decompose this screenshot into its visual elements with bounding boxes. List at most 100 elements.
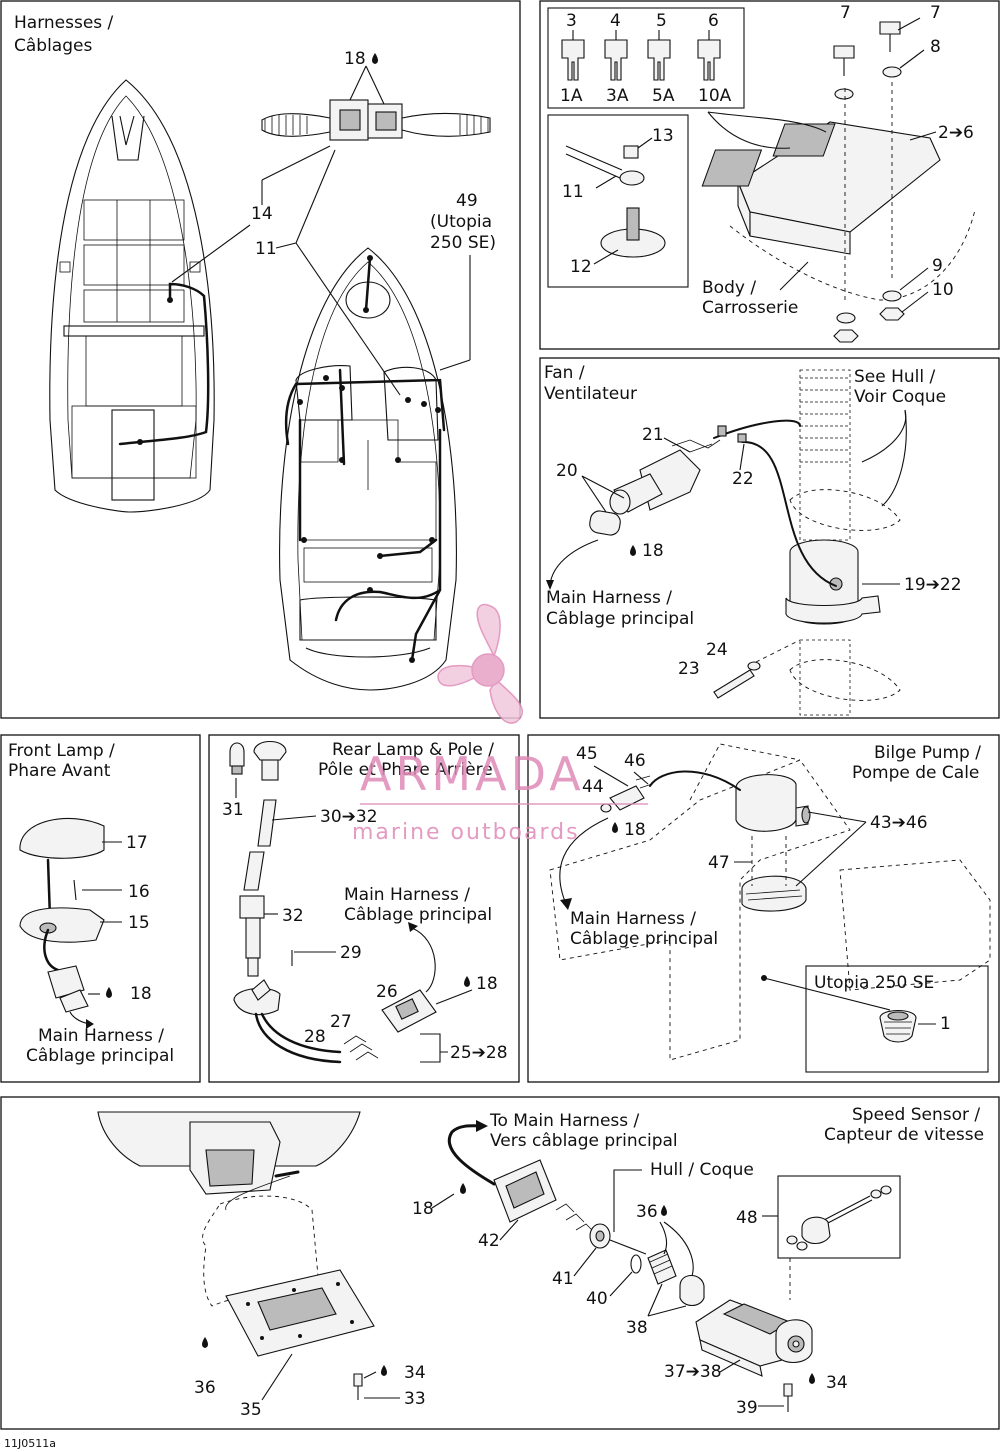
callout-29: 29 [340,943,362,963]
callout-30-32: 30➔32 [320,807,378,827]
fan-main-harness-en: Main Harness / [546,588,672,608]
body-label-fr: Carrosserie [702,298,798,318]
callout-16: 16 [128,882,150,902]
front-lamp-drawing [19,818,105,1013]
callout-36-transom: 36 [194,1378,216,1398]
callout-10: 10 [932,280,954,300]
callout-7b: 7 [930,3,941,23]
panel-bilge-pump: Bilge Pump / Pompe de Cale 45 46 44 18 4… [527,734,1000,1083]
callout-35: 35 [240,1400,262,1420]
callout-11-fuse: 11 [562,182,584,202]
watermark-brand: ARMADA [360,747,585,801]
harness-connector-detail [261,65,491,205]
callout-46: 46 [624,751,646,771]
bilge-title-fr: Pompe de Cale [852,763,979,783]
propeller-logo [437,603,524,724]
bilge-main-harness-fr: Câblage principal [570,929,718,949]
front-lamp-title-en: Front Lamp / [8,741,115,761]
callout-21: 21 [642,425,664,445]
fuse-value-1: 1A [560,86,583,106]
boat-left-drawing [49,79,215,513]
rear-lamp-title-en: Rear Lamp & Pole / [332,740,494,760]
callout-18-harness: 18 [344,49,366,69]
rear-lamp-title-fr: Pôle et Phare Arrière [318,760,493,780]
fan-main-harness-fr: Câblage principal [546,609,694,629]
watermark-tagline: marine outboards [352,820,580,845]
to-main-harness-fr: Vers câblage principal [490,1131,678,1151]
callout-43-46: 43➔46 [870,813,928,833]
callout-5: 5 [656,11,667,31]
fuse-icons [561,30,721,81]
callout-1: 1 [940,1014,951,1034]
front-main-harness-fr: Câblage principal [26,1046,174,1066]
callout-18-rear: 18 [476,974,498,994]
fuse-value-4: 10A [698,86,732,106]
callout-18-speed: 18 [412,1199,434,1219]
callout-36-speed: 36 [636,1202,658,1222]
fan-title-fr: Ventilateur [544,384,637,404]
callout-17: 17 [126,833,148,853]
callout-41: 41 [552,1269,574,1289]
callout-9: 9 [932,256,943,276]
callout-18-fan: 18 [642,541,664,561]
callout-13: 13 [652,126,674,146]
bilge-pump-drawing [600,770,811,912]
fan-title-en: Fan / [544,363,585,383]
callout-39: 39 [736,1398,758,1418]
callout-47: 47 [708,853,730,873]
fan-duct-hose [789,369,901,716]
callout-28: 28 [304,1027,326,1047]
fuse-value-2: 3A [606,86,629,106]
bilge-utopia-label: Utopia 250 SE [814,973,934,993]
see-hull-en: See Hull / [854,367,936,387]
callout-15: 15 [128,913,150,933]
callout-18-bilge: 18 [624,820,646,840]
armada-watermark: ARMADA marine outboards [352,603,648,845]
figure-code: 11J0511a [4,1437,56,1450]
callout-48: 48 [736,1208,758,1228]
callout-34-speed: 34 [826,1373,848,1393]
callout-24: 24 [706,640,728,660]
label-utopia-line1: (Utopia [430,212,492,232]
panel-rear-lamp: Rear Lamp & Pole / Pôle et Phare Arrière… [208,734,520,1083]
panel-front-lamp: Front Lamp / Phare Avant 17 16 15 18 Mai… [0,734,201,1083]
hull-coque-label: Hull / Coque [650,1160,754,1180]
callout-44: 44 [582,777,604,797]
callout-33: 33 [404,1389,426,1409]
speed-title-fr: Capteur de vitesse [824,1125,984,1145]
callout-11-harness: 11 [255,239,277,259]
callout-25-28: 25➔28 [450,1043,508,1063]
utopia-drain-part [879,1009,917,1043]
rear-main-harness-en: Main Harness / [344,885,470,905]
callout-14: 14 [251,204,273,224]
fan-blower [785,539,881,625]
speed-title-en: Speed Sensor / [852,1105,980,1125]
callout-18-front: 18 [130,984,152,1004]
callout-37-38: 37➔38 [664,1362,722,1382]
panel-fan: Fan / Ventilateur See Hull / Voir Coque … [539,357,1000,719]
speed-sensor-unit [695,1299,813,1377]
bilge-hull-structure [549,743,991,1061]
callout-45: 45 [576,744,598,764]
callout-12: 12 [570,257,592,277]
terminal-detail [565,137,666,265]
fuse-box-body [701,82,976,301]
rear-lamp-drawing [229,740,437,1064]
callout-22: 22 [732,469,754,489]
harnesses-title-en: Harnesses / [14,13,114,33]
callout-4: 4 [610,11,621,31]
boat-right-drawing [279,247,457,691]
transom-drawing [97,1111,375,1400]
rear-main-harness-fr: Câblage principal [344,905,492,925]
callout-42: 42 [478,1231,500,1251]
callout-3: 3 [566,11,577,31]
front-main-harness-en: Main Harness / [38,1026,164,1046]
sensor-bolt-kit [786,1185,892,1300]
callout-6: 6 [708,11,719,31]
to-main-harness-en: To Main Harness / [489,1111,640,1131]
callout-26: 26 [376,982,398,1002]
panel-harnesses: Harnesses / Câblages [0,0,521,719]
bilge-main-harness-en: Main Harness / [570,909,696,929]
harnesses-title-fr: Câblages [14,36,92,56]
